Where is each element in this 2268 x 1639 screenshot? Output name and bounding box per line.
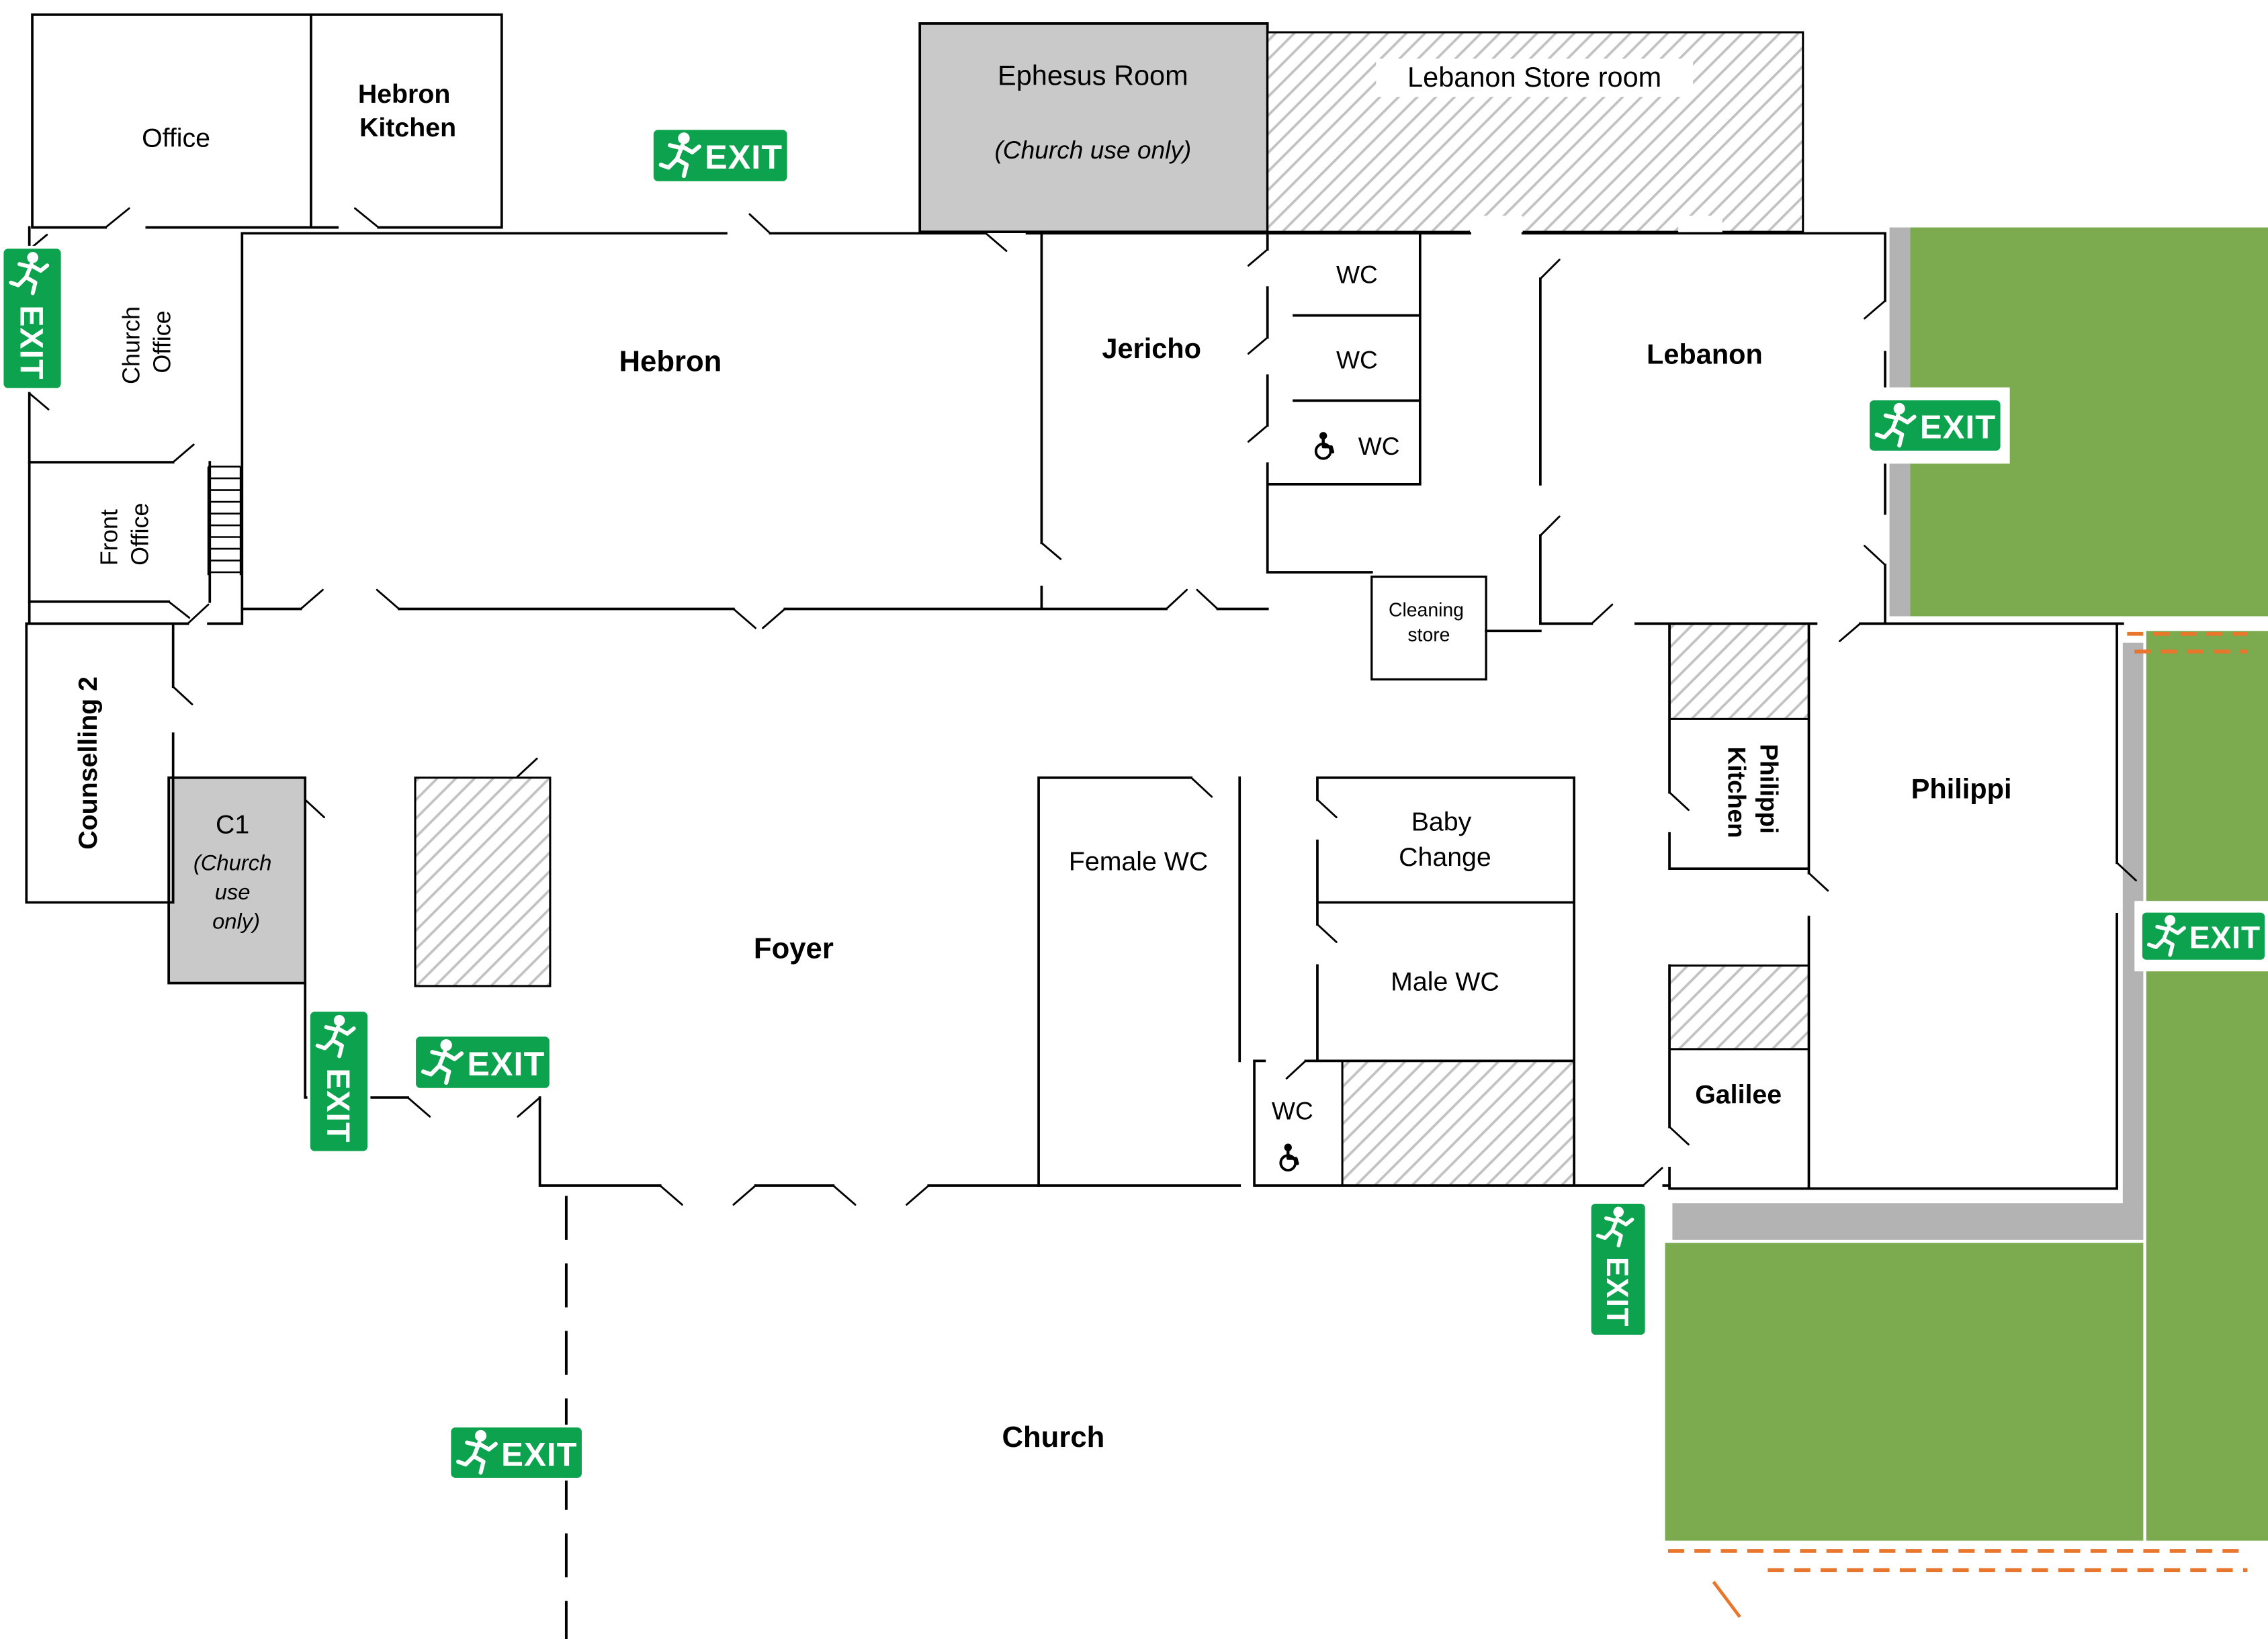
room-label-office: Office [142, 123, 210, 152]
outdoor-green-areas [1665, 227, 2268, 1541]
room-label-hebron: Hebron [619, 345, 722, 378]
exit-sign-foyer [415, 1035, 551, 1090]
room-label-front-office: Front Office [95, 502, 154, 566]
room-label-baby-change: Baby Change [1399, 807, 1491, 871]
gray-boundary-bars [1672, 227, 2144, 1240]
orange-dash-bottom [1667, 1549, 2248, 1572]
room-label-philippi-kitchen: Philippi Kitchen [1722, 744, 1783, 840]
gray-bar-horizontal [1672, 1203, 2144, 1240]
orange-dash-top [2127, 631, 2248, 654]
room-label-wc-accessible-upper: WC [1358, 432, 1400, 460]
exit-sign-lebanon [1868, 399, 2002, 452]
orange-markings [1667, 631, 2248, 1618]
room-label-female-wc: Female WC [1069, 846, 1208, 876]
exit-sign-c1 [309, 1010, 369, 1153]
room-label-lebanon: Lebanon [1647, 339, 1763, 370]
room-label-lebanon-store: Lebanon Store room [1407, 61, 1661, 93]
room-label-galilee: Galilee [1695, 1080, 1782, 1110]
grass-area-bottom-right [1665, 1243, 2144, 1541]
exit-sign-galilee [1590, 1202, 1647, 1336]
room-labels: Office Hebron Kitchen Church Office Fron… [73, 58, 2012, 1454]
store-label-backing [1376, 58, 1693, 97]
room-label-hebron-kitchen: Hebron Kitchen [358, 79, 457, 142]
room-label-cleaning-store: Cleaning store [1389, 599, 1469, 646]
exit-sign-top [652, 128, 789, 183]
c1-room-area [167, 776, 307, 985]
walls [25, 13, 2124, 1639]
exit-sign-church [449, 1426, 583, 1479]
room-label-wc-mid: WC [1336, 345, 1378, 373]
philippi-kitchen-hatch-lower [1668, 964, 1811, 1051]
room-label-wc-top: WC [1336, 261, 1378, 289]
room-label-c1: C1 (Church use only) [193, 810, 279, 934]
wc-hatch-block [1341, 1059, 1575, 1187]
room-label-wc-accessible-lower: WC [1272, 1097, 1313, 1125]
room-label-philippi: Philippi [1911, 772, 2012, 804]
room-label-jericho: Jericho [1102, 333, 1201, 364]
store-door-gap [1470, 216, 1523, 234]
wheelchair-icon-upper [1316, 432, 1333, 459]
room-label-male-wc: Male WC [1391, 967, 1499, 996]
room-label-church: Church [1002, 1421, 1104, 1454]
orange-tick [1712, 1581, 1741, 1618]
stairs [207, 466, 242, 576]
ephesus-room-area [918, 22, 1269, 233]
exit-sign-right [2141, 912, 2266, 961]
room-label-counselling2: Counselling 2 [73, 676, 103, 850]
grass-area-right-strip [2146, 631, 2268, 1541]
special-rooms [167, 22, 1811, 1187]
room-label-foyer: Foyer [754, 932, 834, 965]
room-label-ephesus: Ephesus Room [998, 60, 1188, 91]
room-label-church-office: Church Office [117, 300, 175, 384]
cleaning-store-area [1370, 575, 1487, 681]
wheelchair-icon-lower [1280, 1144, 1297, 1171]
exit-signs [2, 128, 2268, 1479]
room-label-ephesus-note: (Church use only) [994, 136, 1191, 164]
foyer-hatch-block [414, 777, 552, 987]
store-door-gap-2 [1678, 216, 1722, 234]
philippi-kitchen-hatch-upper [1668, 622, 1811, 720]
door-marks [28, 207, 2137, 1206]
exit-sign-left [2, 247, 62, 390]
